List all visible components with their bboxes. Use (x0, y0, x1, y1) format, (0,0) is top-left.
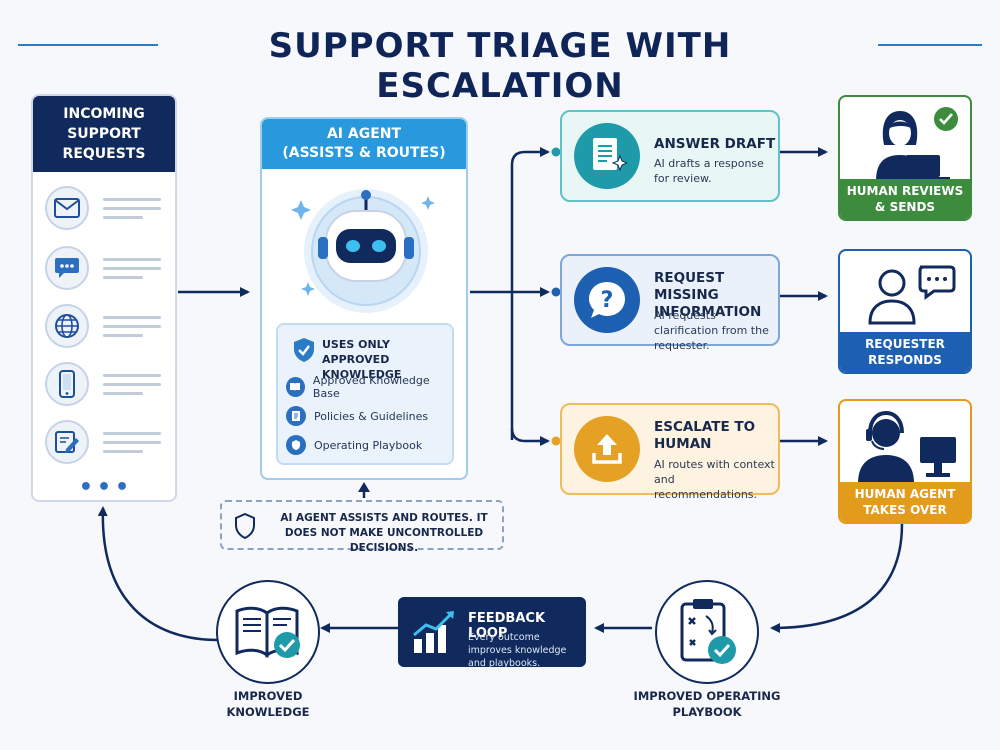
request-info-title: REQUEST MISSING INFORMATION (654, 270, 762, 320)
reviewer-laptop-icon (876, 107, 958, 181)
note-text: AI AGENT ASSISTS AND ROUTES. IT DOES NOT… (280, 512, 488, 554)
shield-icon (286, 435, 306, 455)
ai-agent-note: AI AGENT ASSISTS AND ROUTES. IT DOES NOT… (220, 500, 504, 554)
ai-agent-subtitle: (ASSISTS & ROUTES) (282, 145, 446, 161)
human-agent-box: HUMAN AGENT TAKES OVER (838, 399, 972, 524)
escalate-title: ESCALATE TO HUMAN (654, 419, 756, 452)
phone-icon (45, 362, 89, 406)
requester-responds-box: REQUESTER RESPONDS (838, 249, 972, 374)
channel-form (45, 420, 169, 464)
improved-knowledge-label: IMPROVED KNOWLEDGE (226, 689, 310, 719)
source-label: Approved Knowledge Base (312, 374, 430, 400)
clipboard-check-icon (680, 599, 736, 664)
source-policies: Policies & Guidelines (286, 404, 428, 428)
answer-draft-card: ANSWER DRAFT AI drafts a response for re… (560, 110, 780, 202)
channel-chat (45, 246, 169, 290)
incoming-requests-panel: INCOMING SUPPORT REQUESTS ••• (31, 94, 177, 502)
document-icon (286, 406, 306, 426)
channel-web (45, 304, 169, 348)
envelope-icon (45, 186, 89, 230)
human-reviews-box: HUMAN REVIEWS & SENDS (838, 95, 972, 221)
svg-text:?: ? (601, 288, 614, 313)
escalate-desc: AI routes with context and recommendatio… (654, 458, 775, 501)
request-info-desc: AI requests clarification from the reque… (654, 309, 769, 352)
requester-responds-label: REQUESTER RESPONDS (840, 332, 970, 372)
request-info-card: ? REQUEST MISSING INFORMATION AI request… (560, 254, 780, 352)
person-chat-icon (868, 265, 956, 325)
ai-agent-title: AI AGENT (326, 126, 402, 142)
ai-agent-panel: AI AGENT (ASSISTS & ROUTES) USES ONLY AP… (260, 117, 468, 480)
upload-icon (574, 416, 640, 482)
open-book-check-icon (235, 606, 300, 658)
document-sparkle-icon (574, 123, 640, 189)
channel-email (45, 186, 169, 230)
book-icon (286, 377, 305, 397)
source-playbook: Operating Playbook (286, 433, 422, 457)
headset-agent-icon (858, 410, 956, 483)
growth-chart-icon (413, 611, 454, 653)
playbook-circle (655, 580, 759, 684)
source-knowledge-base: Approved Knowledge Base (286, 374, 452, 400)
knowledge-circle (216, 580, 320, 684)
approved-knowledge-title: USES ONLY APPROVED KNOWLEDGE (322, 338, 402, 381)
approved-knowledge-box: USES ONLY APPROVED KNOWLEDGE Approved Kn… (276, 323, 454, 465)
feedback-desc: Every outcome improves knowledge and pla… (468, 632, 567, 669)
answer-draft-desc: AI drafts a response for review. (654, 157, 764, 185)
title-rule-right (878, 44, 982, 46)
feedback-loop-box: FEEDBACK LOOP Every outcome improves kno… (398, 597, 586, 669)
answer-draft-title: ANSWER DRAFT (654, 136, 776, 152)
improved-playbook-label: IMPROVED OPERATING PLAYBOOK (633, 689, 781, 719)
escalate-card: ESCALATE TO HUMAN AI routes with context… (560, 403, 780, 501)
page-title: SUPPORT TRIAGE WITH ESCALATION (268, 26, 732, 106)
source-label: Operating Playbook (314, 438, 423, 452)
shield-outline-icon (235, 513, 255, 539)
channel-phone (45, 362, 169, 406)
shield-check-icon (294, 338, 314, 362)
human-reviews-label: HUMAN REVIEWS & SENDS (840, 179, 970, 219)
chat-bubble-icon (45, 246, 89, 290)
more-channels-dots: ••• (78, 475, 134, 500)
robot-icon (291, 189, 435, 313)
source-label: Policies & Guidelines (314, 409, 429, 423)
ai-agent-header: AI AGENT (ASSISTS & ROUTES) (262, 119, 466, 169)
question-bubble-icon: ? (574, 267, 640, 333)
feedback-title: FEEDBACK LOOP (468, 611, 546, 641)
globe-icon (45, 304, 89, 348)
human-agent-label: HUMAN AGENT TAKES OVER (840, 482, 970, 522)
incoming-title: INCOMING SUPPORT REQUESTS (33, 96, 175, 172)
form-edit-icon (45, 420, 89, 464)
title-rule-left (18, 44, 158, 46)
